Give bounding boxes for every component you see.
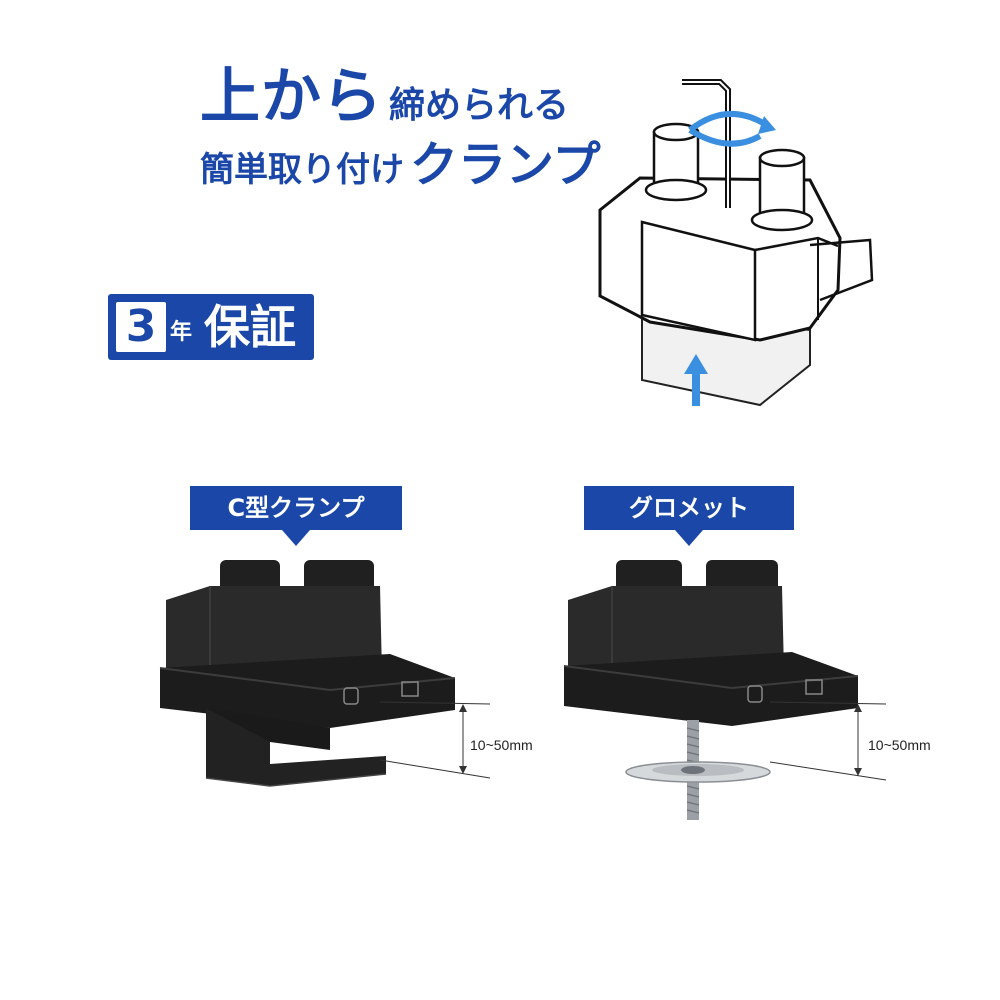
post-right xyxy=(750,148,814,232)
grommet-dimension-lines xyxy=(770,701,887,781)
clamp-line-drawing xyxy=(598,79,874,407)
headline-line-1-small: 締められる xyxy=(389,85,570,126)
grommet-range: 10~50mm xyxy=(868,737,931,753)
option-grommet-banner: グロメット xyxy=(584,486,794,546)
headline-line-2-big: クランプ xyxy=(410,137,601,193)
warranty-label: 保証 xyxy=(204,300,296,354)
option-c-clamp-banner: C型クランプ xyxy=(190,486,402,546)
headline-line-2: 簡単取り付けクランプ xyxy=(200,135,601,195)
up-arrow-icon xyxy=(684,354,708,406)
c-clamp-range: 10~50mm xyxy=(470,737,533,753)
warranty-badge: 3 年 保証 xyxy=(108,294,314,360)
rotate-arrow-icon xyxy=(688,111,770,133)
warranty-years-number: 3 xyxy=(116,302,166,352)
c-clamp-dimension-lines xyxy=(380,701,491,779)
grommet-product-image xyxy=(563,560,859,820)
headline-line-2-small: 簡単取り付け xyxy=(200,150,404,190)
c-clamp-product-image xyxy=(159,560,456,787)
warranty-year-unit: 年 xyxy=(170,320,193,345)
slot-icon xyxy=(343,687,359,705)
headline-line-1-big: 上から xyxy=(200,62,383,132)
post-left xyxy=(644,122,708,202)
headline-line-1: 上から締められる xyxy=(200,62,569,132)
